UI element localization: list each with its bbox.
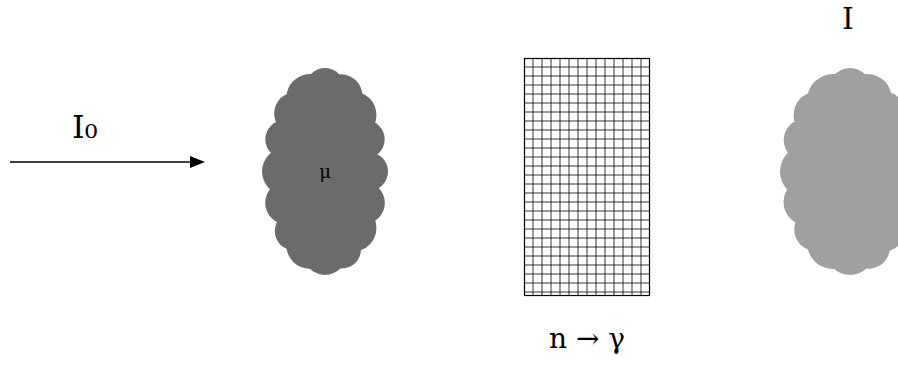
grid-line xyxy=(524,76,650,77)
grid-line xyxy=(524,247,650,248)
grid-line xyxy=(524,274,650,275)
beam-arrow-line xyxy=(10,161,192,163)
grid-line xyxy=(524,67,650,68)
node-label: I xyxy=(842,2,854,35)
grid-line xyxy=(524,121,650,122)
grid-line xyxy=(524,103,650,104)
grid-line xyxy=(524,94,650,95)
grid-line xyxy=(524,265,650,266)
grid-line xyxy=(524,220,650,221)
cloud-bump xyxy=(346,120,385,159)
light-cloud-shape xyxy=(780,68,898,275)
grid-line xyxy=(524,85,650,86)
grid-frame xyxy=(525,59,650,296)
light-cloud: I xyxy=(780,2,898,275)
detector-grid-shape xyxy=(524,58,650,296)
grid-line xyxy=(524,130,650,131)
grid-line xyxy=(524,184,650,185)
beam-label: I₀ xyxy=(72,110,97,145)
beam-arrowhead xyxy=(190,156,205,168)
grid-line xyxy=(524,139,650,140)
grid-line xyxy=(524,193,650,194)
grid-line xyxy=(524,166,650,167)
detector-grid: n → γ xyxy=(510,58,664,370)
cloud-bump xyxy=(873,119,898,162)
grid-line xyxy=(524,292,650,293)
grid-line xyxy=(524,229,650,230)
node-label: n → γ xyxy=(549,324,625,355)
node-label: μ xyxy=(319,162,331,182)
grid-line xyxy=(524,238,650,239)
grid-line xyxy=(524,283,650,284)
grid-line xyxy=(524,157,650,158)
grid-line xyxy=(524,256,650,257)
grid-line xyxy=(524,148,650,149)
grid-line xyxy=(524,112,650,113)
dark-cloud: μ xyxy=(262,68,388,275)
grid-line xyxy=(524,211,650,212)
grid-line xyxy=(524,175,650,176)
grid-line xyxy=(524,202,650,203)
